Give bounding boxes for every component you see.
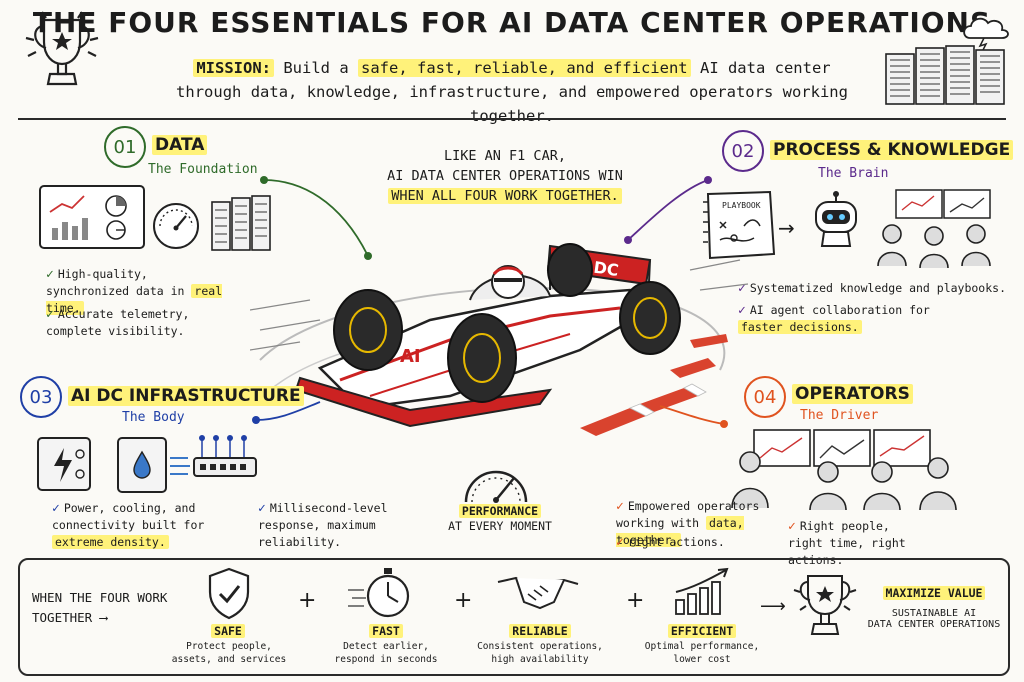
check-icon: ✓ (738, 303, 746, 318)
plus-sign: + (454, 588, 473, 613)
arrow-icon: → (778, 216, 795, 240)
section-title-operators: OPERATORS (792, 384, 913, 404)
dashboard-icon (36, 182, 148, 258)
cooling-icon (114, 434, 194, 502)
infra-bullet-1: ✓Power, cooling, and connectivity built … (52, 501, 205, 549)
trophy-icon (790, 566, 860, 650)
shield-icon (206, 566, 252, 624)
mission-statement: MISSION: Build a safe, fast, reliable, a… (150, 56, 874, 128)
header-divider (18, 118, 1006, 120)
mission-line2: through data, knowledge, infrastructure,… (176, 83, 848, 125)
network-switch-icon (190, 432, 260, 496)
result-line-1: SUSTAINABLE AI (891, 608, 977, 619)
handshake-icon (496, 568, 580, 620)
arrow-icon: ⟶ (99, 610, 108, 625)
section-number-operators: 04 (744, 376, 786, 418)
car-text-ai: AI (400, 346, 421, 367)
f1-car: AI DC AI (249, 200, 750, 464)
section-number-infra: 03 (20, 376, 62, 418)
check-icon: ✓ (258, 501, 266, 516)
check-icon: ✓ (52, 501, 60, 516)
section-number-process: 02 (722, 130, 764, 172)
section-number-data: 01 (104, 126, 146, 168)
operators-bullet-1: ✓Empowered operators working with data, … (616, 499, 760, 547)
operators-icon (724, 428, 960, 514)
trophy-icon (22, 8, 102, 107)
benefit-safe-label: SAFE (178, 624, 278, 638)
battery-icon (34, 432, 96, 500)
check-icon: ✓ (616, 499, 624, 514)
section-subtitle-infra: The Body (122, 410, 185, 425)
section-subtitle-operators: The Driver (800, 408, 879, 423)
process-bullet-2: ✓AI agent collaboration for faster decis… (738, 303, 930, 334)
performance-gauge-icon (458, 452, 534, 510)
mission-highlight: safe, fast, reliable, and efficient (358, 59, 691, 77)
plus-sign: + (626, 588, 645, 613)
result-line-2: DATA CENTER OPERATIONS (867, 619, 1001, 630)
process-bullet-1: ✓Systematized knowledge and playbooks. (738, 281, 1007, 296)
check-icon: ✓ (788, 519, 796, 534)
growth-chart-icon (672, 566, 734, 622)
infra-bullet-2: ✓Millisecond-level response, maximum rel… (258, 501, 388, 549)
benefit-safe-desc: Protect people,assets, and services (171, 641, 287, 665)
mission-label: MISSION: (193, 59, 274, 77)
stopwatch-icon (346, 564, 416, 624)
gauge-icon (150, 200, 202, 256)
benefit-efficient-desc: Optimal performance,lower cost (644, 641, 760, 665)
benefit-reliable-desc: Consistent operations,high availability (477, 641, 603, 665)
mission-post: AI data center (699, 59, 831, 77)
playbook-label: PLAYBOOK (722, 201, 761, 210)
mission-pre: Build a (283, 59, 349, 77)
bottom-banner (18, 558, 1010, 676)
arrow-icon: ⟶ (760, 596, 786, 617)
benefit-fast-label: FAST (336, 624, 436, 638)
section-subtitle-process: The Brain (818, 166, 889, 181)
bottom-lead: WHEN THE FOUR WORK TOGETHER ⟶ (32, 590, 168, 625)
section-subtitle-data: The Foundation (148, 162, 258, 177)
section-title-infra: AI DC INFRASTRUCTURE (68, 386, 304, 406)
check-icon: ✓ (46, 267, 54, 282)
operators-bullet-2: ✓right actions. (616, 535, 725, 550)
playbook-icon: PLAYBOOK (700, 188, 780, 268)
check-icon: ✓ (46, 307, 54, 322)
section-title-process: PROCESS & KNOWLEDGE (770, 140, 1014, 160)
server-rack-icon (880, 40, 1010, 114)
performance-label: PERFORMANCE AT EVERY MOMENT (448, 504, 552, 533)
check-icon: ✓ (616, 535, 624, 550)
operators-bullet-3: ✓Right people, right time, right actions… (788, 519, 906, 567)
benefit-reliable-label: RELIABLE (490, 624, 590, 638)
operators-icon (872, 188, 1002, 272)
page-title: THE FOUR ESSENTIALS FOR AI DATA CENTER O… (32, 6, 992, 39)
result-label: MAXIMIZE VALUE (882, 586, 986, 600)
result-block: MAXIMIZE VALUE SUSTAINABLE AI DATA CENTE… (864, 586, 1004, 630)
cloud-icon (958, 12, 1014, 54)
robot-icon (806, 190, 866, 254)
data-bullet-1: ✓High-quality, synchronized data in real… (46, 267, 223, 315)
plus-sign: + (298, 588, 317, 613)
benefit-fast-desc: Detect earlier,respond in seconds (334, 641, 438, 665)
check-icon: ✓ (738, 281, 746, 296)
server-rack-icon (208, 192, 276, 258)
benefit-efficient-label: EFFICIENT (652, 624, 752, 638)
center-tagline: LIKE AN F1 CAR, AI DATA CENTER OPERATION… (387, 148, 623, 204)
section-title-data: DATA (152, 135, 208, 155)
data-bullet-2: ✓Accurate telemetry, complete visibility… (46, 307, 190, 338)
